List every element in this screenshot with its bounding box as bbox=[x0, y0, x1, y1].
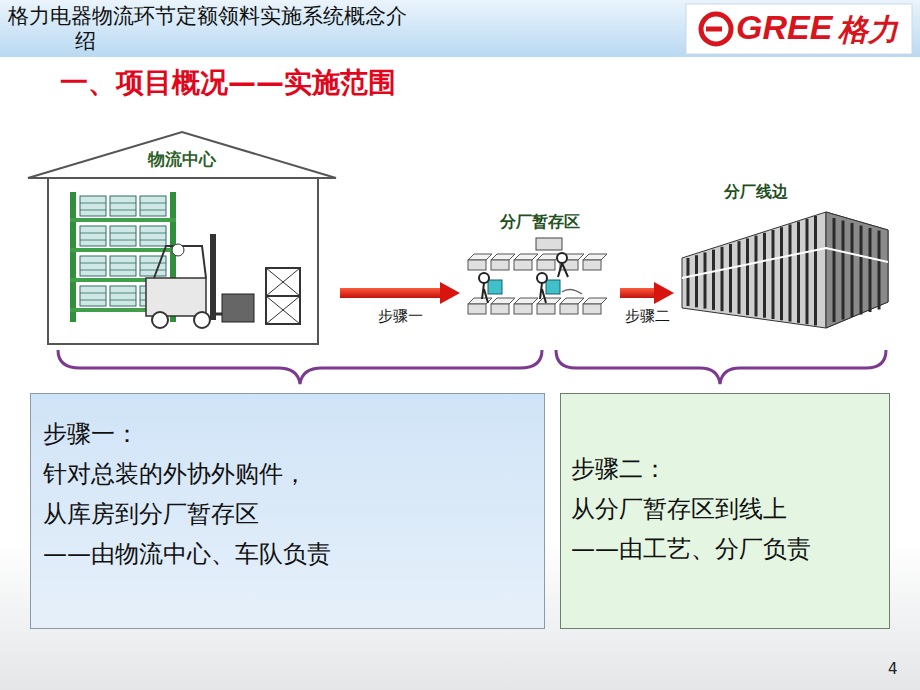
edge-label: 步骤二 bbox=[623, 307, 672, 326]
node-text: 从库房到分厂暂存区 bbox=[43, 494, 532, 534]
step-box: 步骤二：从分厂暂存区到线上——由工艺、分厂负责 bbox=[560, 393, 890, 629]
step-box: 步骤一：针对总装的外协外购件，从库房到分厂暂存区——由物流中心、车队负责 bbox=[30, 393, 545, 629]
node-text: 从分厂暂存区到线上 bbox=[571, 489, 879, 529]
line-side-factory: 分厂线边 bbox=[676, 178, 892, 336]
edge-label: 步骤一 bbox=[376, 307, 425, 326]
node-text: ——由工艺、分厂负责 bbox=[571, 529, 879, 569]
node-text: ——由物流中心、车队负责 bbox=[43, 534, 532, 574]
staging-area: 分厂暂存区 bbox=[462, 208, 618, 332]
section-heading: 一、项目概况——实施范围 bbox=[60, 64, 396, 102]
slide-title: 格力电器物流环节定额领料实施系统概念介绍 bbox=[8, 4, 415, 54]
page-number: 4 bbox=[888, 660, 898, 678]
logo-text: 格力 bbox=[838, 10, 898, 51]
factory-drawing bbox=[676, 178, 892, 336]
warehouse: 物流中心 bbox=[26, 128, 338, 346]
node-text: 步骤二： bbox=[571, 449, 879, 489]
flow-arrow bbox=[340, 282, 460, 304]
node-text: 步骤一： bbox=[43, 414, 532, 454]
logo-text: GREE bbox=[736, 8, 832, 47]
node-text: 分厂线边 bbox=[724, 182, 788, 203]
flow-arrow bbox=[620, 282, 674, 304]
node-text: 针对总装的外协外购件， bbox=[43, 454, 532, 494]
node-text: 分厂暂存区 bbox=[500, 212, 580, 233]
node-text: 物流中心 bbox=[148, 148, 216, 171]
